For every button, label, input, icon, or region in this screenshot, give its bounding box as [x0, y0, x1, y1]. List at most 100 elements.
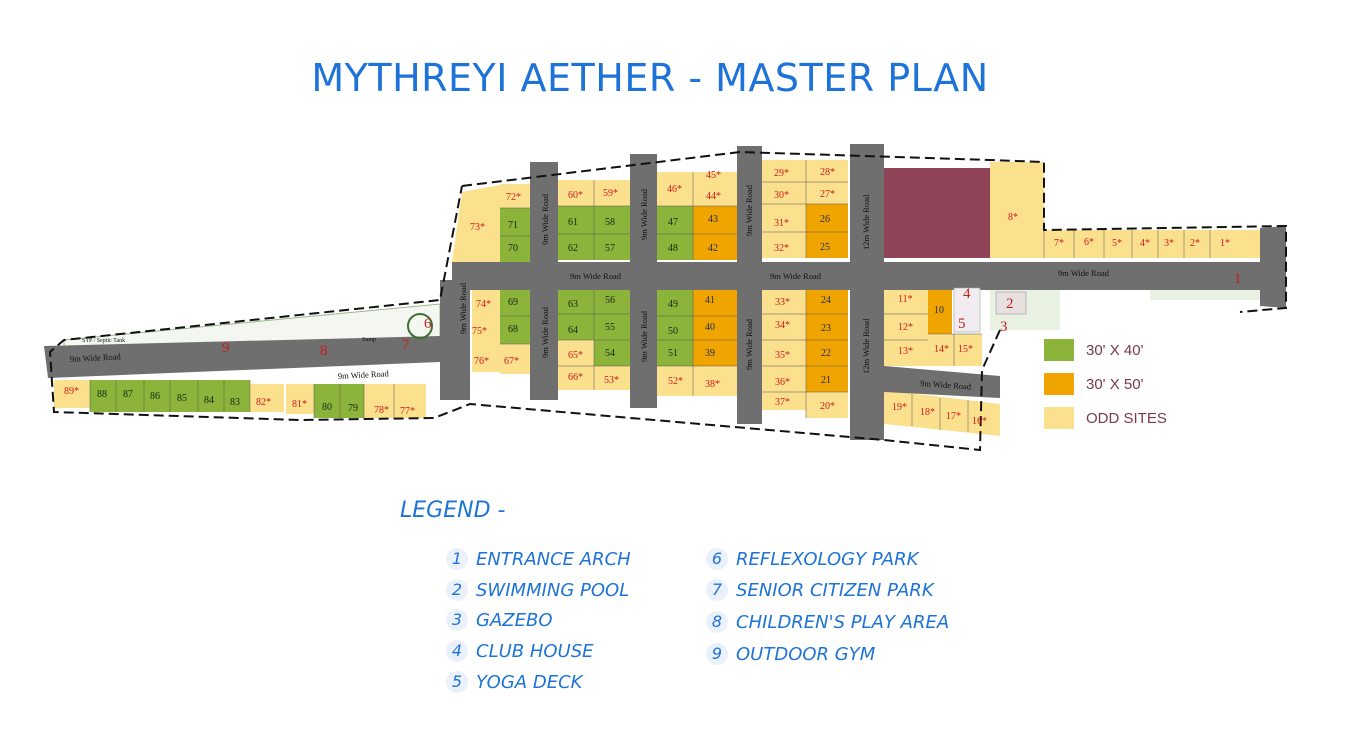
swatch-30x40 [1044, 339, 1074, 361]
amenity-marker-8: 8 [320, 343, 328, 359]
road-network [44, 144, 1286, 440]
key-label-odd-sites: ODD SITES [1086, 409, 1167, 427]
plot-label: 27* [820, 189, 835, 200]
plot-label: 74* [476, 299, 491, 310]
road-label-vertical-1: 9m Wide Road [540, 193, 550, 245]
plot-label: 57 [605, 243, 615, 254]
plot-label: 44* [706, 191, 721, 202]
legend-item: 3 GAZEBO [446, 609, 552, 631]
legend-number: 8 [706, 611, 728, 633]
plot-label: 18* [920, 407, 935, 418]
legend-label: ENTRANCE ARCH [476, 548, 631, 570]
plot-label: 85 [177, 393, 187, 404]
plot-label: 89* [64, 386, 79, 397]
plot-label: 60* [568, 190, 583, 201]
plot-label: 5* [1112, 238, 1122, 249]
plot-label: 6* [1084, 237, 1094, 248]
plot-label: 86 [150, 391, 160, 402]
plot-label: 62 [568, 243, 578, 254]
plot-label: 76* [474, 356, 489, 367]
plot-label: 48 [668, 243, 678, 254]
plot-label: 88 [97, 389, 107, 400]
plot-label: 64 [568, 325, 578, 336]
plot-label: 70 [508, 243, 518, 254]
swatch-30x50 [1044, 373, 1074, 395]
key-row-30x40: 30' X 40' [1044, 338, 1143, 362]
amenity-marker-3: 3 [1000, 319, 1008, 335]
swatch-odd-sites [1044, 407, 1074, 429]
legend-title: LEGEND - [400, 498, 506, 523]
plot-label: 84 [204, 395, 214, 406]
plot-label: 63 [568, 299, 578, 310]
plot-label: 15* [958, 344, 973, 355]
legend-number: 1 [446, 548, 468, 570]
plot-label: 46* [667, 184, 682, 195]
plot-label: 73* [470, 222, 485, 233]
plot-label: 14* [934, 344, 949, 355]
amenity-markers: 1 2 3 4 5 6 7 8 9 [222, 271, 1242, 359]
plot-label: 50 [668, 326, 678, 337]
amenity-marker-9: 9 [222, 340, 230, 356]
road-label-west-lower: 9m Wide Road [338, 368, 390, 381]
road-label-main-mid: 9m Wide Road [770, 271, 822, 281]
plot-grid-lines [89, 160, 1211, 432]
legend-label: YOGA DECK [476, 671, 583, 693]
amenity-marker-1: 1 [1234, 271, 1242, 287]
plot-label: 3* [1164, 238, 1174, 249]
legend-label: SWIMMING POOL [476, 579, 630, 601]
road-label-vertical-2: 9m Wide Road [639, 188, 649, 240]
legend-label: CHILDREN'S PLAY AREA [736, 611, 950, 633]
plot-label: 35* [775, 350, 790, 361]
legend-label: GAZEBO [476, 609, 553, 631]
plot-label: 66* [568, 372, 583, 383]
plot-30x50-fills [693, 204, 952, 392]
road-label-12m-north: 12m Wide Road [861, 194, 871, 250]
plot-label: 20* [820, 401, 835, 412]
legend-item: 1 ENTRANCE ARCH [446, 548, 631, 570]
plot-label: 36* [775, 377, 790, 388]
plot-label: 52* [668, 376, 683, 387]
legend-number: 2 [446, 579, 468, 601]
plot-label: 40 [705, 322, 715, 333]
plot-label: 33* [775, 297, 790, 308]
amenity-marker-5: 5 [958, 316, 966, 332]
amenity-marker-6: 6 [424, 316, 432, 332]
plot-label: 78* [374, 405, 389, 416]
plot-label: 8* [1008, 212, 1018, 223]
plot-label: 58 [605, 217, 615, 228]
legend-item: 6 REFLEXOLOGY PARK [706, 548, 918, 570]
plot-label: 10 [934, 305, 944, 316]
club-house-block [884, 168, 990, 258]
amenity-marker-4: 4 [963, 286, 971, 302]
legend-number: 5 [446, 671, 468, 693]
plot-label: 56 [605, 295, 615, 306]
legend-item: 2 SWIMMING POOL [446, 579, 629, 601]
plot-label: 80 [322, 402, 332, 413]
plot-label: 2* [1190, 238, 1200, 249]
plot-label: 45* [706, 170, 721, 181]
plot-label: 38* [705, 379, 720, 390]
page-title: MYTHREYI AETHER - MASTER PLAN [311, 56, 989, 100]
plot-label: 26 [820, 214, 830, 225]
amenity-marker-7: 7 [402, 337, 410, 353]
plot-label: 23 [821, 323, 831, 334]
site-boundary [48, 150, 1287, 452]
plot-label: 49 [668, 299, 678, 310]
legend-number: 3 [446, 609, 468, 631]
road-label-vertical-6: 9m Wide Road [744, 318, 754, 370]
plot-label: 22 [821, 348, 831, 359]
key-label-30x40: 30' X 40' [1086, 341, 1144, 359]
plot-label: 87 [123, 389, 133, 400]
key-row-30x50: 30' X 50' [1044, 372, 1143, 396]
legend-number: 6 [706, 548, 728, 570]
key-label-30x50: 30' X 50' [1086, 375, 1144, 393]
legend-label: REFLEXOLOGY PARK [736, 548, 919, 570]
plot-label: 42 [708, 243, 718, 254]
plot-label: 21 [821, 375, 831, 386]
plot-label: 29* [774, 168, 789, 179]
plot-label: 34* [775, 320, 790, 331]
plot-label: 31* [774, 218, 789, 229]
legend-number: 7 [706, 579, 728, 601]
